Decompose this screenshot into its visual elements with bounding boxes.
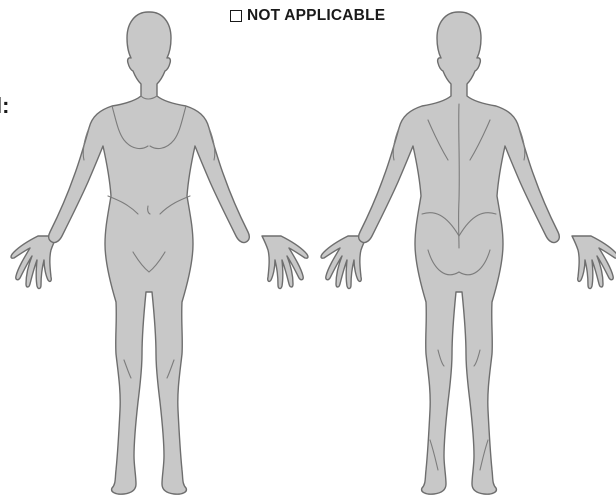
- front-body-icon: [0, 0, 318, 498]
- back-body-icon: [318, 0, 616, 498]
- body-diagram-front[interactable]: [0, 0, 318, 498]
- body-diagram-back[interactable]: [318, 0, 616, 498]
